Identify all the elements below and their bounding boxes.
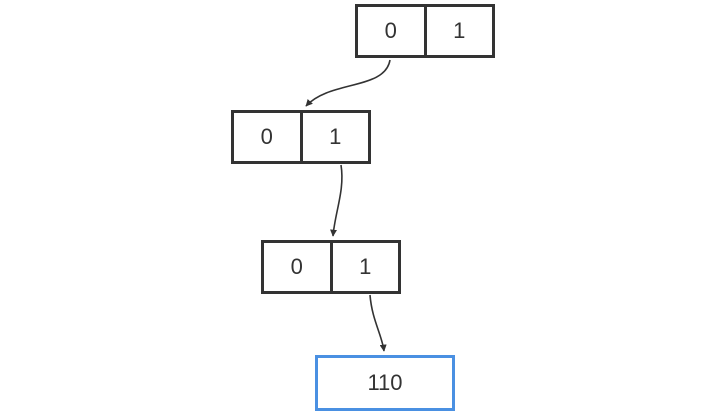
- edge-node1-to-node2: [305, 59, 391, 107]
- node-bit-left: 0: [260, 124, 273, 149]
- edge-node3-to-leaf: [369, 294, 387, 352]
- tree-node-root: 0 1: [355, 4, 495, 58]
- node-bit-right: 1: [423, 7, 493, 55]
- leaf-node: 110: [315, 355, 455, 411]
- tree-node-level-3: 0 1: [261, 240, 401, 294]
- node-bit-right: 1: [329, 243, 399, 291]
- tree-node-level-2: 0 1: [231, 110, 371, 164]
- node-bit-left: 0: [290, 254, 303, 279]
- node-bit-left: 0: [384, 18, 397, 43]
- edge-node2-to-node3: [330, 164, 343, 237]
- node-bit-right: 1: [299, 113, 369, 161]
